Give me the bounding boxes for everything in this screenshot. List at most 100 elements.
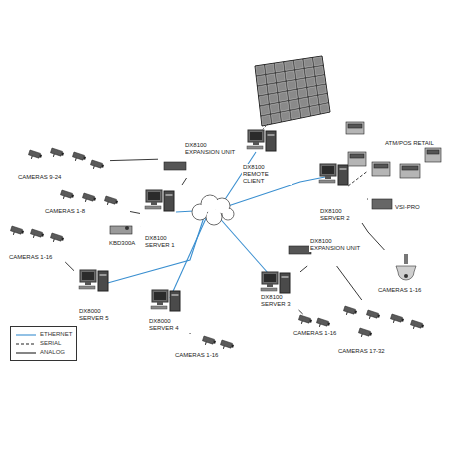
camera-lens bbox=[309, 319, 312, 322]
device-label: DX8100 EXPANSION UNIT bbox=[309, 238, 365, 252]
analog-wire bbox=[189, 333, 191, 334]
camera-icon bbox=[90, 160, 105, 172]
pos-display bbox=[348, 124, 362, 128]
camera-icon bbox=[30, 229, 45, 241]
camera-lens bbox=[377, 314, 380, 317]
keyboard bbox=[145, 206, 161, 209]
monitor-wall bbox=[255, 56, 330, 126]
device-label: CAMERAS 1-16 bbox=[292, 330, 337, 337]
stand bbox=[253, 142, 259, 145]
monitor-screen bbox=[279, 92, 288, 102]
tower bbox=[280, 273, 290, 293]
monitor-screen bbox=[261, 105, 270, 115]
camera-icon bbox=[366, 310, 381, 322]
camera-mount bbox=[393, 320, 395, 323]
monitor-screen bbox=[306, 77, 315, 86]
device-label: CAMERAS 1-16 bbox=[377, 287, 422, 294]
camera-body bbox=[343, 306, 355, 314]
camera-icon bbox=[28, 150, 43, 162]
monitor-screen bbox=[286, 71, 295, 80]
monitor bbox=[80, 270, 96, 282]
device-label: CAMERAS 9-24 bbox=[17, 174, 62, 181]
drive-bay bbox=[172, 294, 179, 296]
keyboard-icon bbox=[110, 226, 132, 234]
device-group: DX8100 EXPANSION UNIT bbox=[285, 236, 366, 266]
device-label: CAMERAS 17-32 bbox=[337, 348, 386, 355]
serial-wire bbox=[367, 198, 368, 199]
monitor-screen bbox=[262, 115, 271, 125]
device-label: KBD300A bbox=[108, 240, 136, 247]
drive-bay bbox=[282, 276, 289, 278]
legend-line-sample bbox=[15, 340, 37, 348]
camera-icon bbox=[82, 193, 97, 205]
camera-icon bbox=[60, 190, 75, 202]
camera-icon bbox=[50, 148, 65, 160]
camera-icon bbox=[220, 340, 235, 352]
device-group: CAMERAS 1-16 bbox=[172, 334, 234, 360]
monitor-screen bbox=[285, 61, 294, 70]
monitor-screen bbox=[257, 75, 266, 85]
camera-icon bbox=[72, 152, 87, 164]
expansion-unit-icon bbox=[289, 246, 311, 254]
joystick bbox=[125, 226, 129, 230]
ptz-dome bbox=[396, 266, 416, 280]
camera-mount bbox=[369, 316, 371, 319]
device-group: CAMERAS 1-16 bbox=[290, 314, 340, 338]
pos-display bbox=[427, 150, 439, 154]
monitor-screen bbox=[268, 84, 277, 94]
server-icon bbox=[261, 272, 290, 293]
camera-lens bbox=[71, 194, 74, 197]
ptz-camera-icon bbox=[396, 254, 416, 280]
camera-mount bbox=[319, 324, 321, 327]
device-label: DX8100 REMOTE CLIENT bbox=[242, 164, 292, 185]
ethernet-wire bbox=[170, 214, 208, 298]
device-group: DX8000 SERVER 5 bbox=[74, 266, 122, 323]
legend-entry: SERIAL bbox=[15, 339, 72, 348]
camera-mount bbox=[33, 235, 35, 238]
camera-mount bbox=[413, 326, 415, 329]
monitor-screen bbox=[309, 96, 318, 106]
camera-mount bbox=[63, 196, 65, 199]
monitor-screen bbox=[297, 79, 306, 88]
device-label: DX8100 SERVER 2 bbox=[319, 208, 355, 222]
tower bbox=[266, 131, 276, 151]
monitor bbox=[262, 272, 278, 284]
legend-text: ANALOG bbox=[40, 349, 65, 356]
camera-body bbox=[50, 233, 62, 241]
device-group: CAMERAS 1-16 bbox=[6, 222, 84, 262]
monitor-screen bbox=[313, 57, 322, 66]
device-group: CAMERAS 17-32 bbox=[335, 300, 430, 356]
camera-body bbox=[28, 150, 40, 158]
monitor-screen bbox=[277, 82, 286, 92]
camera-lens bbox=[61, 152, 64, 155]
monitor-screen bbox=[317, 85, 326, 94]
monitor-screen bbox=[287, 80, 296, 90]
tower bbox=[164, 191, 174, 211]
device-group: CAMERAS 9-24 bbox=[15, 140, 110, 184]
camera-lens bbox=[83, 156, 86, 159]
tower bbox=[338, 165, 348, 185]
screen bbox=[264, 274, 276, 282]
legend-line bbox=[16, 352, 36, 353]
keyboard bbox=[319, 180, 335, 183]
screen bbox=[250, 132, 262, 140]
ethernet-wire bbox=[104, 214, 205, 284]
camera-lens bbox=[39, 154, 42, 157]
camera-mount bbox=[31, 156, 33, 159]
monitor-screen bbox=[269, 93, 278, 103]
stand bbox=[325, 176, 331, 179]
device-group: CAMERAS 1-8 bbox=[42, 188, 130, 218]
screen bbox=[154, 292, 166, 300]
camera-body bbox=[82, 193, 94, 201]
monitor-screen bbox=[299, 98, 308, 108]
pos-display bbox=[402, 166, 418, 170]
monitor bbox=[152, 290, 168, 302]
screen bbox=[148, 192, 160, 200]
device-label: DX8100 SERVER 1 bbox=[144, 235, 180, 249]
device-label: DX8000 SERVER 4 bbox=[148, 318, 184, 332]
camera-icon bbox=[410, 320, 425, 332]
device-label: VSI-PRO bbox=[394, 204, 421, 211]
legend-line bbox=[16, 334, 36, 335]
camera-mount bbox=[223, 346, 225, 349]
camera-body bbox=[50, 148, 62, 156]
